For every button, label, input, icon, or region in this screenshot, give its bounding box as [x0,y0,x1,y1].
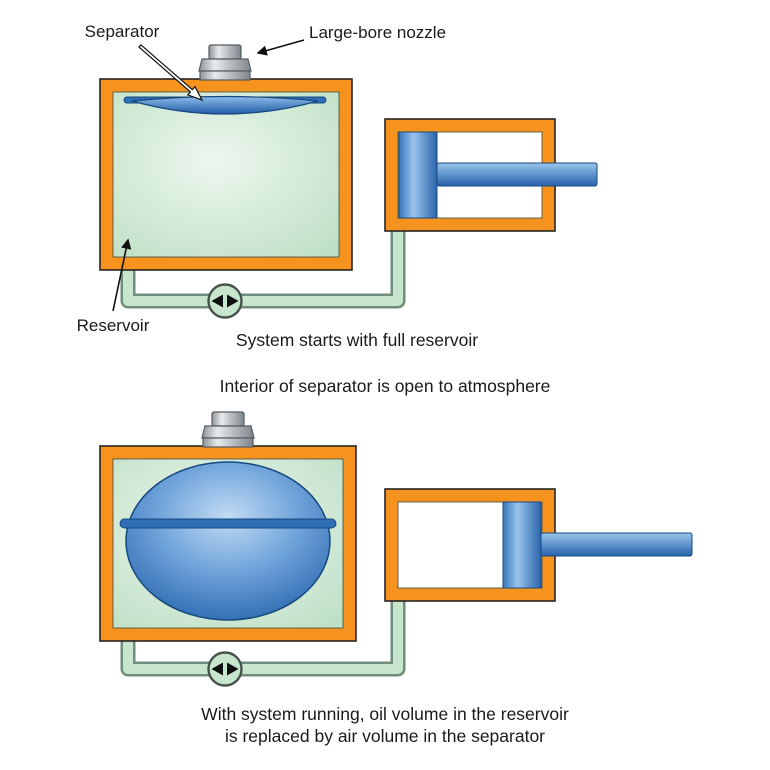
pump-arrow-right-icon [227,294,239,308]
caption-middle: Interior of separator is open to atmosph… [220,376,551,396]
pipe-fluid [123,596,403,674]
pump-body [207,283,243,319]
bottom-diagram: With system running, oil volume in the r… [99,411,693,746]
caption-top: System starts with full reservoir [236,330,478,350]
piston-rod [436,162,598,187]
pump-arrow-right-icon [227,662,239,676]
nozzle [198,44,252,81]
pump-arrow-left-icon [211,294,223,308]
nozzle-cap [208,44,242,60]
reservoir-arrow-icon [112,238,132,312]
caption-bottom-line2: is replaced by air volume in the separat… [225,726,545,746]
nozzle-flange [199,70,251,81]
caption-bottom-line1: With system running, oil volume in the r… [201,704,569,724]
separator-arrow-icon [138,44,204,102]
separator-plate [119,518,337,529]
piston [502,501,542,589]
nozzle-cap [211,411,245,427]
reservoir [99,445,357,642]
top-diagram: Separator Large-bore nozzle Reservoir Sy… [77,22,598,350]
nozzle-nut [198,58,252,72]
cylinder [384,118,598,232]
nozzle-flange [202,437,254,448]
large-bore-nozzle-label: Large-bore nozzle [309,23,446,42]
pump-body [207,651,243,687]
pump-arrow-left-icon [211,662,223,676]
pump-icon [207,283,243,319]
separator-label: Separator [85,22,160,41]
separator-inflated [125,461,331,621]
cylinder [384,488,693,602]
pump-icon [207,651,243,687]
nozzle-arrow-icon [256,39,305,56]
piston [398,131,438,219]
nozzle [201,411,255,448]
pipe-fluid [123,226,403,306]
reservoir-fluid [112,91,340,258]
nozzle-nut [201,425,255,439]
piston-rod [540,532,693,557]
separator-collapsed [131,95,319,115]
reservoir-label: Reservoir [77,316,150,335]
reservoir [99,78,353,271]
